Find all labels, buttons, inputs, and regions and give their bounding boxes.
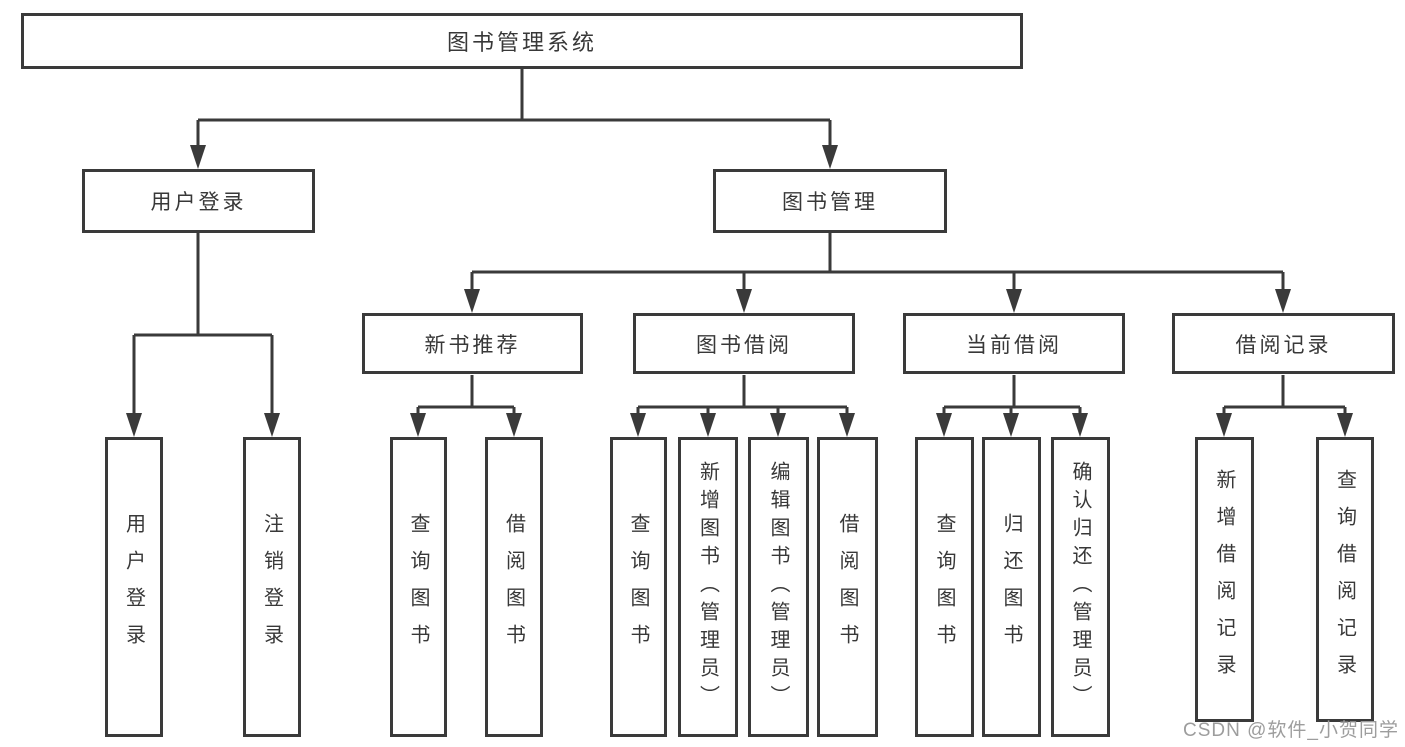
leaf-user-login: 用户登录 [105,437,163,737]
arrow-down-icon [1006,289,1022,313]
leaf-add-borrow-record: 新增借阅记录 [1195,437,1254,722]
node-current-borrowing: 当前借阅 [903,313,1125,374]
arrow-down-icon [264,413,280,437]
arrow-down-icon [936,413,952,437]
node-book-management: 图书管理 [713,169,947,233]
arrow-down-icon [410,413,426,437]
leaf-logout: 注销登录 [243,437,301,737]
arrow-down-icon [839,413,855,437]
node-book-borrowing: 图书借阅 [633,313,855,374]
leaf-query-borrow-record: 查询借阅记录 [1316,437,1374,722]
leaf-query-books-recommend: 查询图书 [390,437,447,737]
connector-book-management-children [464,233,1291,313]
connector-current-borrowing-children [936,375,1088,437]
node-user-login: 用户登录 [82,169,315,233]
connector-borrowing-records-children [1216,375,1353,437]
node-library-management-system: 图书管理系统 [21,13,1023,69]
leaf-query-books-current: 查询图书 [915,437,974,737]
node-borrowing-records: 借阅记录 [1172,313,1395,374]
arrow-down-icon [1072,413,1088,437]
arrow-down-icon [630,413,646,437]
watermark-text: CSDN @软件_小贺同学 [1183,720,1399,741]
arrow-down-icon [736,289,752,313]
connector-user-login-children [126,233,280,437]
connector-new-book-recommendation-children [410,375,522,437]
arrow-down-icon [1003,413,1019,437]
leaf-query-books-borrowing: 查询图书 [610,437,667,737]
arrow-down-icon [190,145,206,169]
connector-book-borrowing-children [630,375,855,437]
arrow-down-icon [1337,413,1353,437]
leaf-edit-books-admin: 编辑图书（管理员） [748,437,809,737]
leaf-add-books-admin: 新增图书（管理员） [678,437,738,737]
leaf-confirm-return-admin: 确认归还（管理员） [1051,437,1110,737]
arrow-down-icon [126,413,142,437]
leaf-return-books: 归还图书 [982,437,1041,737]
arrow-down-icon [506,413,522,437]
arrow-down-icon [464,289,480,313]
arrow-down-icon [1275,289,1291,313]
leaf-borrow-books-recommend: 借阅图书 [485,437,543,737]
leaf-borrow-books-borrowing: 借阅图书 [817,437,878,737]
arrow-down-icon [822,145,838,169]
connector-root-to-level2 [190,69,838,169]
arrow-down-icon [1216,413,1232,437]
arrow-down-icon [700,413,716,437]
arrow-down-icon [770,413,786,437]
node-new-book-recommendation: 新书推荐 [362,313,583,374]
